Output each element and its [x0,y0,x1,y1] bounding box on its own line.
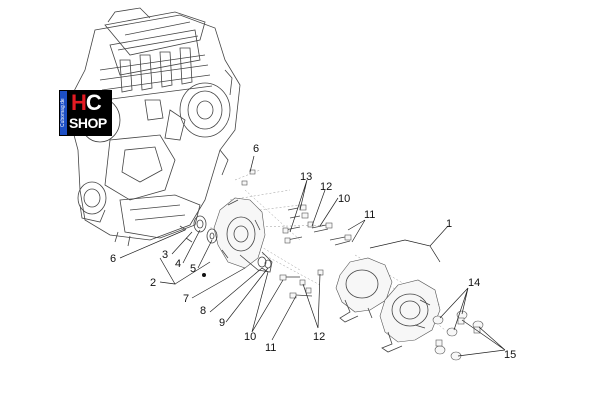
callout-5: 5 [190,263,196,275]
logo-shop: SHOP [69,115,107,131]
callout-13: 13 [300,171,312,183]
callout-8: 8 [200,305,206,317]
leader-lines [119,155,506,357]
outer-cover [335,257,441,353]
callout-11-top: 11 [364,209,375,221]
callout-9: 9 [219,317,225,329]
logo-side-text: Cubomag.de [60,91,67,135]
callout-6-left: 6 [110,253,116,265]
bolts-lower [261,267,324,299]
callout-12-bottom: 12 [313,331,325,343]
cover-fasteners [432,310,484,361]
callout-11-bottom: 11 [265,342,276,354]
callout-14: 14 [468,277,480,289]
callout-labels: 1 2 3 4 5 6 6 7 8 9 10 10 11 11 12 12 13… [110,143,516,361]
callout-7: 7 [183,293,189,305]
logo-c: C [85,90,102,115]
callout-12-top: 12 [320,181,332,193]
logo-hc: HC [71,90,102,115]
bolts-upper [241,169,352,246]
seals-dowels [179,215,272,277]
callout-10-top: 10 [338,193,350,205]
callout-2: 2 [150,277,156,289]
callout-10-bottom: 10 [244,331,256,343]
hc-shop-logo: Cubomag.de HC SHOP [59,90,112,136]
logo-h: H [71,90,87,115]
callout-15: 15 [504,349,516,361]
inner-cover [213,197,273,273]
callout-1: 1 [446,218,452,230]
callout-6-top: 6 [253,143,259,155]
callout-4: 4 [175,258,181,270]
engine-block [69,7,241,247]
callout-3: 3 [162,249,168,261]
